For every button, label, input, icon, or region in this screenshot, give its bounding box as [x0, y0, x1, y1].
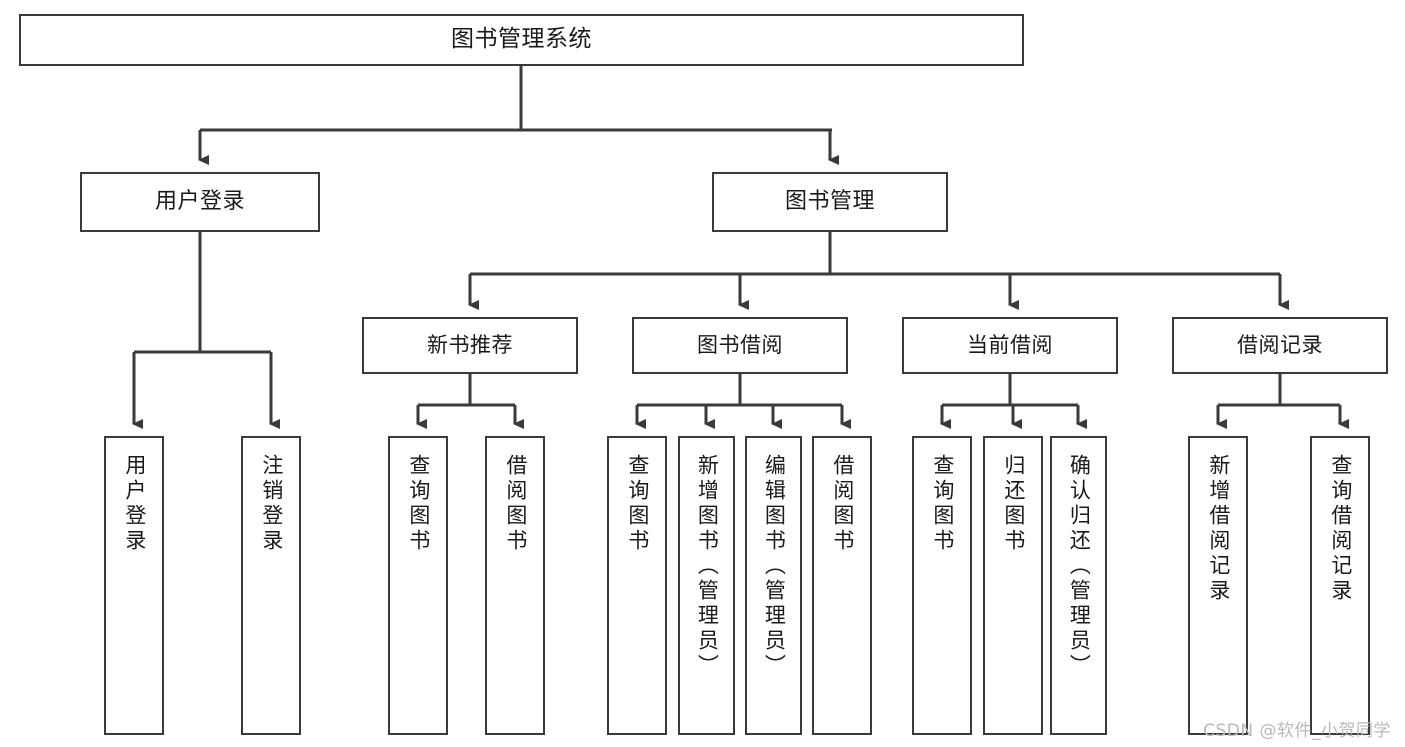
node-book-borrow[interactable]: 图书借阅	[632, 317, 848, 374]
leaf-query-book-3-label: 查询图书	[930, 454, 955, 554]
node-user-login-label: 用户登录	[154, 189, 245, 215]
leaf-borrow-book-2[interactable]: 借阅图书	[812, 436, 872, 735]
node-root[interactable]: 图书管理系统	[19, 14, 1024, 66]
leaf-query-record-label: 查询借阅记录	[1328, 454, 1353, 604]
leaf-edit-book-label: 编辑图书（管理员）	[762, 454, 787, 679]
node-book-manage-label: 图书管理	[784, 189, 875, 215]
leaf-confirm-return[interactable]: 确认归还（管理员）	[1050, 436, 1107, 735]
leaf-query-book-1[interactable]: 查询图书	[388, 436, 448, 735]
leaf-query-book-1-label: 查询图书	[406, 454, 431, 554]
leaf-confirm-return-label: 确认归还（管理员）	[1067, 454, 1092, 679]
leaf-query-book-3[interactable]: 查询图书	[912, 436, 972, 735]
leaf-return-book[interactable]: 归还图书	[983, 436, 1043, 735]
node-book-borrow-label: 图书借阅	[697, 333, 783, 358]
node-root-label: 图书管理系统	[451, 26, 592, 53]
leaf-add-record-label: 新增借阅记录	[1206, 454, 1231, 604]
node-new-book-recommend-label: 新书推荐	[427, 333, 513, 358]
leaf-add-record[interactable]: 新增借阅记录	[1188, 436, 1248, 735]
node-borrow-record[interactable]: 借阅记录	[1172, 317, 1388, 374]
leaf-user-login-label: 用户登录	[122, 454, 147, 554]
leaf-add-book[interactable]: 新增图书（管理员）	[678, 436, 735, 735]
leaf-return-book-label: 归还图书	[1001, 454, 1026, 554]
watermark: CSDN @软件_小贺同学	[1203, 721, 1391, 741]
leaf-logout[interactable]: 注销登录	[241, 436, 301, 735]
leaf-edit-book[interactable]: 编辑图书（管理员）	[745, 436, 802, 735]
leaf-user-login[interactable]: 用户登录	[104, 436, 164, 735]
leaf-query-book-2[interactable]: 查询图书	[607, 436, 667, 735]
node-book-manage[interactable]: 图书管理	[712, 172, 948, 232]
leaf-query-record[interactable]: 查询借阅记录	[1310, 436, 1370, 735]
leaf-borrow-book-2-label: 借阅图书	[830, 454, 855, 554]
leaf-query-book-2-label: 查询图书	[625, 454, 650, 554]
leaf-borrow-book-1[interactable]: 借阅图书	[485, 436, 545, 735]
node-borrow-record-label: 借阅记录	[1237, 333, 1323, 358]
node-current-borrow-label: 当前借阅	[967, 333, 1053, 358]
node-new-book-recommend[interactable]: 新书推荐	[362, 317, 578, 374]
leaf-add-book-label: 新增图书（管理员）	[695, 454, 720, 679]
leaf-borrow-book-1-label: 借阅图书	[503, 454, 528, 554]
node-user-login[interactable]: 用户登录	[80, 172, 320, 232]
leaf-logout-label: 注销登录	[259, 454, 284, 554]
node-current-borrow[interactable]: 当前借阅	[902, 317, 1118, 374]
